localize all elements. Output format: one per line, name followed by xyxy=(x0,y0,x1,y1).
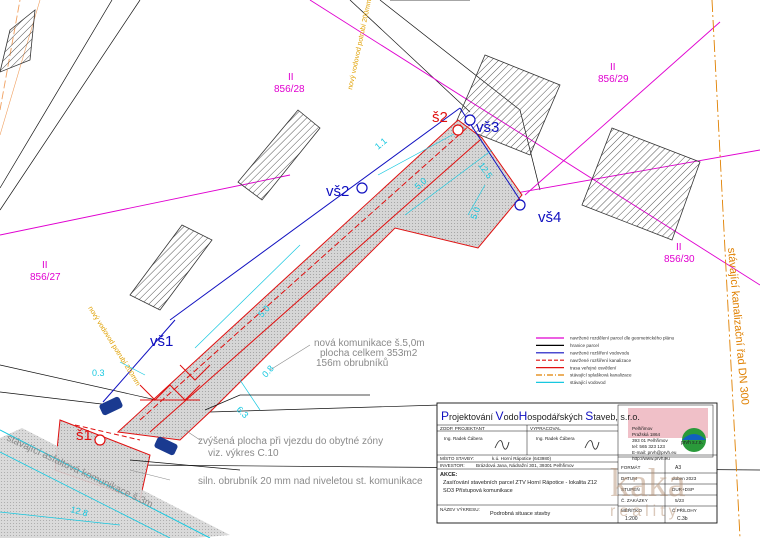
manhole-label-s2: š2 xyxy=(432,109,448,126)
valve-label-vs4: vš4 xyxy=(538,209,561,226)
parcel-856-30-roman: II xyxy=(676,242,682,253)
misto-value: k.ú. Horní Rápotice (643980) xyxy=(492,456,551,461)
address-line-4: tel: 565 323 123 xyxy=(632,444,665,449)
parcel-856-29-roman: II xyxy=(610,62,616,73)
priloha-value: C.3b xyxy=(677,516,688,522)
watermark-tagline: reality xyxy=(610,503,681,520)
leader-lines xyxy=(129,344,311,481)
parcel-856-29: 856/29 xyxy=(598,74,629,85)
dim-12-8: 12.8 xyxy=(69,504,89,518)
zodp-label: ZODP. PROJEKTANT xyxy=(440,426,485,431)
vypr-name: Ing. Radek Čábera xyxy=(536,435,575,441)
zodp-name: Ing. Radek Čábera xyxy=(444,435,483,441)
pipe-note-top: nový vodovod potrubí 200mm xyxy=(347,0,373,90)
proposed-sewer xyxy=(74,124,481,441)
dim-0-8: 0.8 xyxy=(260,363,276,379)
akce-line-1: Zasíťování stavebních parcel ZTV Horní R… xyxy=(443,480,597,486)
meritko-value: 1:200 xyxy=(625,516,638,522)
valve-vs4 xyxy=(514,199,526,211)
datum-label: DATUM xyxy=(621,476,637,481)
format-label: FORMÁT xyxy=(621,464,641,470)
road-note-1: nová komunikace š.5,0m xyxy=(314,338,425,349)
stupen-label: STUPEŇ xyxy=(621,486,640,492)
title-block: Projektování VodoHospodářských Staveb, s… xyxy=(436,402,718,524)
new-road-surface xyxy=(54,119,523,501)
legend: navržené rozdělení parcel dle geometrick… xyxy=(536,336,675,385)
nazev-value: Podrobná situace stavby xyxy=(490,511,550,517)
legend-label-3: navržené rozšíření kanalizace xyxy=(570,358,631,363)
valve-label-vs2: vš2 xyxy=(326,183,349,200)
legend-label-6: stávající vodovod xyxy=(570,380,606,385)
junction-markers xyxy=(139,364,211,401)
address-line-6: http://www.prvh.eu xyxy=(632,456,670,461)
akce-line-2: SO3 Přístupová komunikace xyxy=(443,488,513,494)
parcel-856-27-roman: II xyxy=(42,260,48,271)
investor-value: Brázdová Jana, Nádražní 301, 39301 Pelhř… xyxy=(476,463,575,468)
callout-lines xyxy=(129,394,370,471)
watermark: kaka reality xyxy=(610,460,686,520)
parcel-856-27: 856/27 xyxy=(30,272,61,283)
priloha-label: Č.PŘÍLOHY xyxy=(672,506,697,513)
parcel-856-30: 856/30 xyxy=(664,254,695,265)
address-line-3: 393 01 Pelhřimov xyxy=(632,438,668,443)
road-note-3: 156m obrubníků xyxy=(316,357,388,369)
datum-value: duben 2023 xyxy=(672,476,697,481)
parcel-856-28: 856/28 xyxy=(274,84,305,95)
stupen-value: DUR+DSP xyxy=(672,487,694,492)
misto-label: MÍSTO STAVBY: xyxy=(440,455,474,461)
address-line-5: E-mail: prvh@prvh.eu xyxy=(632,450,677,455)
road-note-2: plocha celkem 353m2 xyxy=(320,348,418,359)
company-name: Projektování VodoHospodářských Staveb, s… xyxy=(441,409,640,423)
meritko-label: MĚŘÍTKO xyxy=(621,506,642,513)
format-value: A3 xyxy=(675,465,681,471)
existing-buildings xyxy=(0,9,701,311)
address-line-1: Pelhřimov xyxy=(632,426,653,431)
address-line-2: Pražská 1864 xyxy=(632,432,661,437)
legend-label-0: navržené rozdělení parcel dle geometrick… xyxy=(570,336,675,341)
signature-icon xyxy=(494,440,510,450)
car-icon xyxy=(99,396,178,456)
valve-label-vs3: vš3 xyxy=(476,119,499,136)
watermark-logo: kaka xyxy=(610,460,686,505)
manhole-label-s1: š1 xyxy=(76,427,92,444)
legend-label-1: hranice parcel xyxy=(570,343,599,348)
investor-label: INVESTOR: xyxy=(440,463,465,468)
dim-1-1: 1.1 xyxy=(373,136,389,152)
legend-label-5: stávající splašková kanalizace xyxy=(570,373,632,378)
company-logo: prvh s.r.o. xyxy=(681,428,706,452)
zakazka-label: Č. ZAKÁZKY xyxy=(621,497,648,503)
existing-asphalt-road xyxy=(0,428,230,538)
zakazka-value: 5/23 xyxy=(675,498,684,503)
dim-6-3: 6.3 xyxy=(235,404,251,420)
valve-label-vs1: vš1 xyxy=(150,333,173,350)
dim-0-3: 0.3 xyxy=(92,368,105,378)
legend-label-2: navržené rozšíření vodovodu xyxy=(570,351,630,356)
manhole-s2 xyxy=(452,124,464,136)
legend-label-4: trasa veřejné osvětlení xyxy=(570,365,617,370)
manhole-s1 xyxy=(94,434,106,446)
valve-vs3 xyxy=(464,114,476,126)
curb-note: siln. obrubník 20 mm nad niveletou st. k… xyxy=(198,476,423,487)
valve-vs2 xyxy=(356,182,368,194)
nazev-label: NÁZEV VÝKRESU: xyxy=(440,506,480,512)
signature-icon xyxy=(584,440,600,450)
raised-area-ref: viz. výkres C.10 xyxy=(208,448,279,459)
vypr-label: VYPRACOVAL xyxy=(530,426,561,431)
dim-5-0-mid: 5.0 xyxy=(468,206,482,221)
parcel-856-28-roman: II xyxy=(288,72,294,83)
raised-area-note: zvýšená plocha při vjezdu do obytné zóny xyxy=(198,436,383,447)
akce-label: AKCE: xyxy=(440,472,458,478)
logo-badge: prvh s.r.o. xyxy=(681,440,703,446)
